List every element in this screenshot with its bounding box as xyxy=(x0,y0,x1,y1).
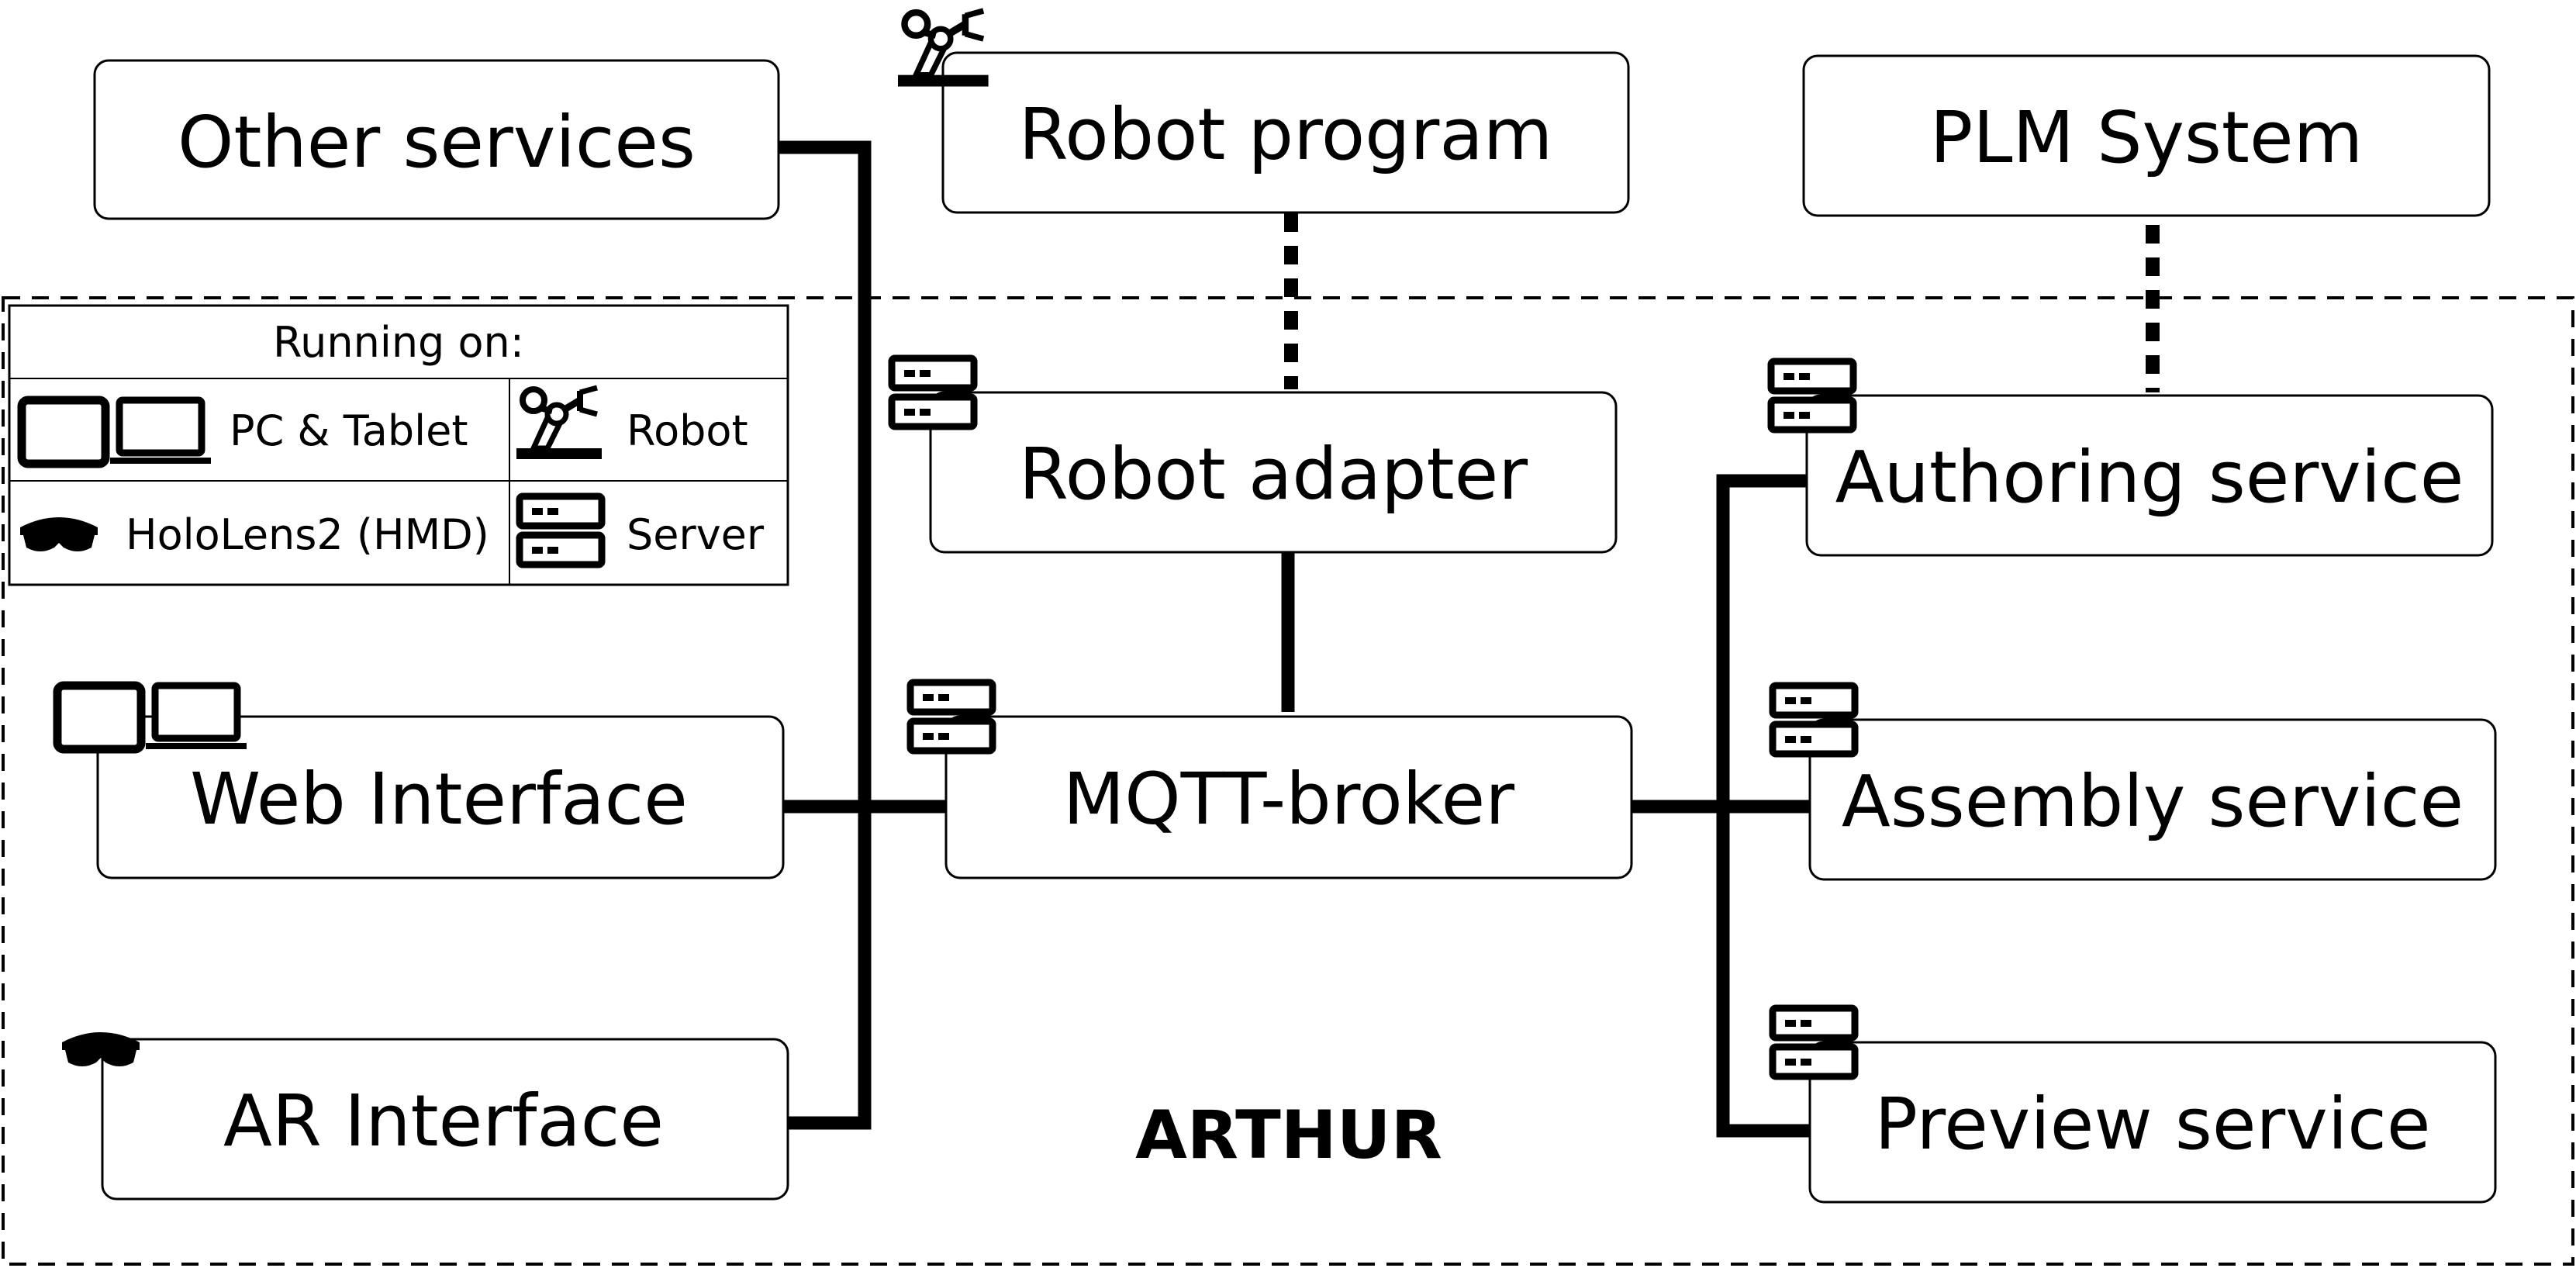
connections xyxy=(778,140,2160,1138)
mqtt-broker-label: MQTT-broker xyxy=(1063,758,1514,841)
wire-service-bus xyxy=(1716,474,1810,1138)
web-interface-box xyxy=(96,715,785,879)
legend-robot-label: Robot xyxy=(627,406,748,455)
robot-program-box xyxy=(941,51,1630,214)
ar-interface-box xyxy=(101,1038,789,1201)
mqtt-broker-box xyxy=(944,715,1633,879)
other-services-label: Other services xyxy=(178,101,696,184)
legend-server-label: Server xyxy=(627,510,765,559)
robot-adapter-box xyxy=(929,391,1618,554)
other-services-box xyxy=(93,59,780,220)
assembly-service-label: Assembly service xyxy=(1842,760,2464,843)
arthur-boundary xyxy=(2,296,2574,1266)
legend-title: Running on: xyxy=(273,318,524,367)
robot-program-label: Robot program xyxy=(1019,93,1553,176)
legend: Running on: PC & Tablet Robot HoloLens2 … xyxy=(8,304,789,586)
preview-service-label: Preview service xyxy=(1875,1083,2431,1166)
assembly-service-box xyxy=(1808,718,2497,881)
wire-other-services xyxy=(778,140,872,1130)
authoring-service-box xyxy=(1805,394,2494,557)
legend-pc-tablet-label: PC & Tablet xyxy=(230,406,468,455)
preview-service-box xyxy=(1808,1041,2497,1204)
authoring-service-label: Authoring service xyxy=(1835,436,2464,519)
plm-system-box xyxy=(1802,54,2491,217)
ar-interface-hololens-icon xyxy=(62,1032,140,1066)
robot-program-robot-icon xyxy=(898,11,989,87)
diagram-title: ARTHUR xyxy=(1135,1097,1442,1174)
legend-hololens-label: HoloLens2 (HMD) xyxy=(126,510,489,559)
robot-adapter-label: Robot adapter xyxy=(1019,433,1528,516)
web-interface-label: Web Interface xyxy=(190,758,688,841)
plm-system-label: PLM System xyxy=(1930,96,2363,179)
ar-interface-label: AR Interface xyxy=(223,1080,664,1163)
